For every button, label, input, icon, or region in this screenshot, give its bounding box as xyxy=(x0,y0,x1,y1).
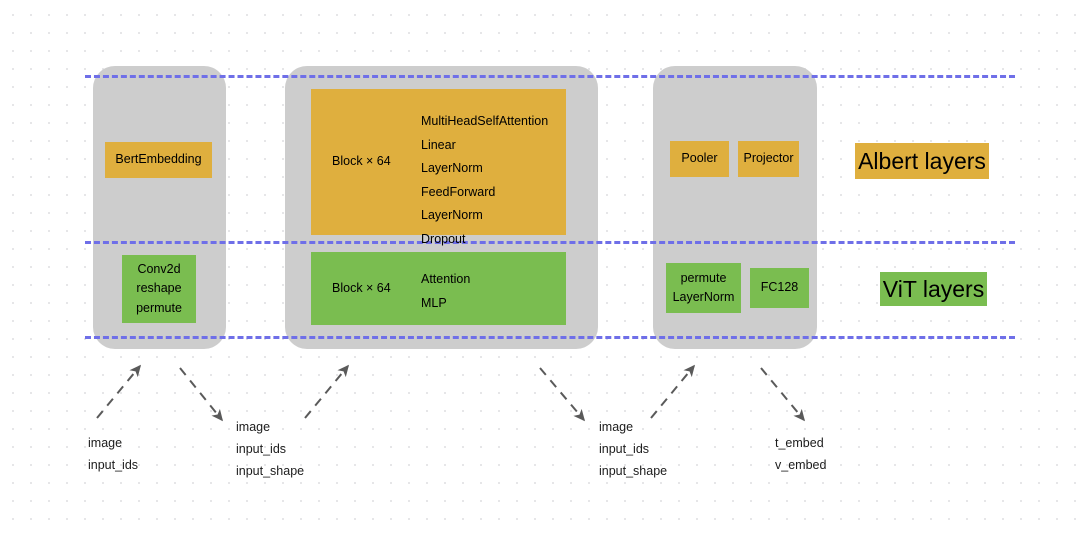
unit-vit-embedding-line-2: reshape xyxy=(136,281,182,296)
annotation-line: image xyxy=(88,436,123,450)
annotation-head-inputs: image input_ids input_shape xyxy=(599,416,667,482)
dashed-line-top xyxy=(85,75,1015,78)
annotation-embedding-inputs: image input_ids xyxy=(88,432,138,476)
unit-vit-embedding-line-1: Conv2d xyxy=(137,261,181,276)
unit-vit-head-line-1: permute xyxy=(680,270,727,285)
arrow-encoder-down xyxy=(539,367,586,422)
legend-albert-layers: Albert layers xyxy=(855,143,989,179)
albert-block-item: FeedForward xyxy=(421,184,496,199)
dashed-line-middle xyxy=(85,241,1015,244)
vit-block-item: Attention xyxy=(421,272,471,286)
annotation-line: v_embed xyxy=(775,458,827,472)
annotation-line: input_shape xyxy=(599,464,668,478)
legend-albert-label: Albert layers xyxy=(858,147,986,174)
albert-block-item: LayerNorm xyxy=(421,208,483,222)
annotation-line: input_ids xyxy=(599,442,650,456)
albert-block-item: MultiHeadSelfAttention xyxy=(421,114,549,128)
legend-vit-label: ViT layers xyxy=(882,275,985,302)
unit-pooler-label: Pooler xyxy=(681,151,718,166)
albert-block-item-list: MultiHeadSelfAttention Linear LayerNorm … xyxy=(421,110,548,251)
annotation-line: input_ids xyxy=(88,458,139,472)
annotation-outputs: t_embed v_embed xyxy=(775,432,826,476)
arrow-encoder-up xyxy=(304,364,350,419)
annotation-encoder-inputs: image input_ids input_shape xyxy=(236,416,304,482)
dashed-line-bottom xyxy=(85,336,1015,339)
arrow-embedding-up xyxy=(96,364,142,419)
annotation-line: image xyxy=(599,420,634,434)
arrow-head-up xyxy=(650,364,696,419)
albert-block-repeat-label: Block × 64 xyxy=(332,154,391,168)
vit-block-repeat-label: Block × 64 xyxy=(332,281,391,295)
unit-bert-embedding[interactable]: BertEmbedding xyxy=(105,142,212,178)
unit-vit-encoder-block[interactable]: Block × 64 Attention MLP xyxy=(311,252,566,325)
annotation-line: input_ids xyxy=(236,442,287,456)
unit-fc128-label: FC128 xyxy=(760,280,799,295)
annotation-line: input_shape xyxy=(236,464,305,478)
unit-projector[interactable]: Projector xyxy=(738,141,799,177)
unit-bert-embedding-label: BertEmbedding xyxy=(115,152,202,167)
albert-block-item: LayerNorm xyxy=(421,161,483,175)
arrow-head-down xyxy=(760,367,806,422)
unit-fc128[interactable]: FC128 xyxy=(750,268,809,308)
unit-projector-label: Projector xyxy=(743,151,794,166)
annotation-line: image xyxy=(236,420,271,434)
unit-albert-encoder-block[interactable]: Block × 64 MultiHeadSelfAttention Linear… xyxy=(311,89,566,246)
annotation-line: t_embed xyxy=(775,436,824,450)
unit-vit-embedding-line-3: permute xyxy=(136,300,182,315)
albert-block-item: Linear xyxy=(421,137,456,152)
legend-vit-layers: ViT layers xyxy=(880,272,987,306)
albert-block-item: Dropout xyxy=(421,231,466,246)
arrow-embedding-down xyxy=(179,367,224,422)
unit-vit-embedding[interactable]: Conv2d reshape permute xyxy=(122,255,196,323)
unit-vit-head-line-2: LayerNorm xyxy=(672,290,735,304)
unit-pooler[interactable]: Pooler xyxy=(670,141,729,177)
vit-block-item: MLP xyxy=(421,295,447,310)
vit-block-item-list: Attention MLP xyxy=(421,268,470,315)
unit-vit-head[interactable]: permute LayerNorm xyxy=(666,263,741,313)
